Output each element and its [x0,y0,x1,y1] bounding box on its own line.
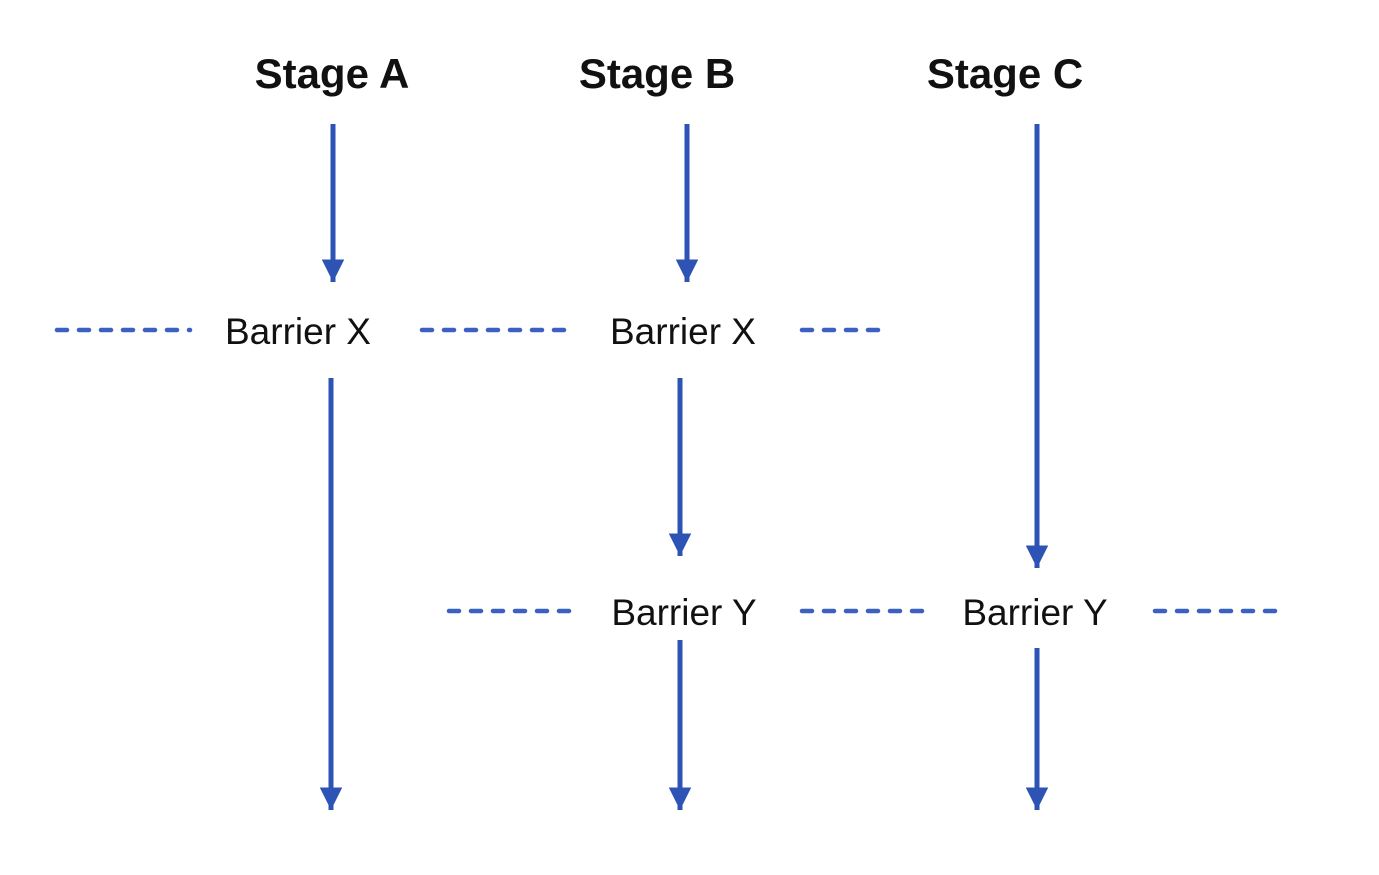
stage-c-label: Stage C [927,50,1083,97]
stage-a-label: Stage A [255,50,410,97]
barrier-y-label-stage-b: Barrier Y [611,592,756,633]
barrier-y-label-stage-c: Barrier Y [962,592,1107,633]
barrier-x-label-stage-b: Barrier X [610,311,756,352]
barrier-x-label-stage-a: Barrier X [225,311,371,352]
stage-b-label: Stage B [579,50,735,97]
